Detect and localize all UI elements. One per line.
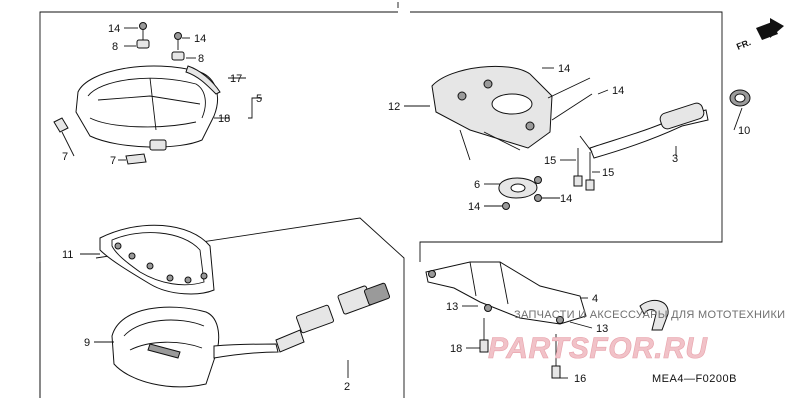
label-14c: 14	[558, 63, 570, 75]
label-6: 6	[474, 179, 480, 191]
label-2: 2	[344, 381, 350, 393]
label-13b: 13	[596, 323, 608, 335]
fr-label: FR.	[735, 37, 752, 52]
speedometer-cable-part	[579, 102, 709, 159]
label-4: 4	[592, 293, 598, 305]
label-15b: 15	[602, 167, 614, 179]
label-13a: 13	[446, 301, 458, 313]
label-7a: 7	[62, 151, 68, 163]
rear-cover-part	[431, 65, 593, 161]
leader-lines	[61, 27, 743, 379]
frame-lines	[39, 2, 723, 398]
cable-grommet-part	[729, 89, 751, 107]
label-14d: 14	[612, 85, 624, 97]
meter-stay-part	[425, 261, 669, 379]
meter-case-part	[75, 65, 221, 151]
label-11: 11	[62, 249, 73, 261]
label-16: 16	[574, 373, 586, 385]
meter-bezel-part	[99, 224, 215, 295]
front-direction-marker: FR.	[735, 18, 784, 52]
label-7b: 7	[110, 155, 116, 167]
label-10: 10	[738, 125, 750, 137]
label-14b: 14	[194, 33, 206, 45]
label-17: 17	[230, 73, 242, 85]
label-3: 3	[672, 153, 678, 165]
label-5: 5	[256, 93, 262, 105]
label-9: 9	[84, 337, 90, 349]
label-14f: 14	[560, 193, 572, 205]
label-8b: 8	[198, 53, 204, 65]
watermark-line: ЗАПЧАСТИ И АКСЕССУАРЫ ДЛЯ МОТОТЕХНИКИ	[514, 309, 785, 321]
mount-bracket-part	[498, 148, 595, 210]
part-number-labels: 14 8 14 8 17 5 18 7 7 11 9 2 12 14 14 10…	[62, 23, 750, 393]
upper-left-fasteners	[53, 22, 185, 165]
meter-assembly-part	[111, 282, 391, 388]
label-8a: 8	[112, 41, 118, 53]
label-12: 12	[388, 101, 400, 113]
label-14e: 14	[468, 201, 480, 213]
label-18b: 18	[450, 343, 462, 355]
label-14a: 14	[108, 23, 120, 35]
label-18a: 18	[218, 113, 230, 125]
diagram-ref-code: MEA4—F0200B	[652, 373, 737, 385]
label-15a: 15	[544, 155, 556, 167]
watermark-brand: PARTSFOR.RU	[488, 332, 708, 365]
watermark: PARTSFOR.RU ЗАПЧАСТИ И АКСЕССУАРЫ ДЛЯ МО…	[488, 309, 785, 365]
